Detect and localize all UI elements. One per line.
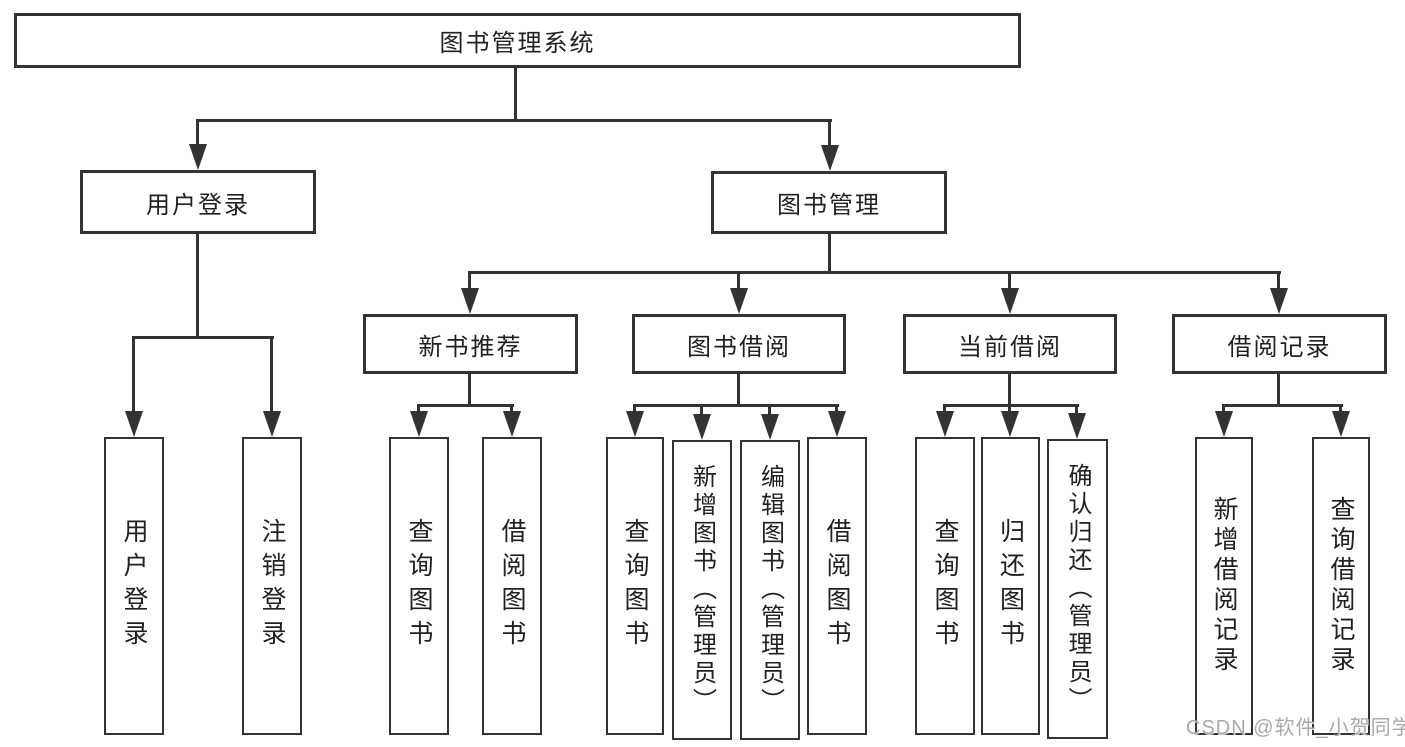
leaf-borrowing-query-books: 查询图书 bbox=[606, 437, 664, 735]
leaf-current-confirm-return-admin: 确认归还（管理员） bbox=[1047, 439, 1108, 739]
edge-new-book-recommendation-arrowhead bbox=[410, 411, 428, 437]
edge-book-borrowing-arrow-line bbox=[768, 405, 771, 420]
node-current-borrowing: 当前借阅 bbox=[903, 314, 1117, 374]
edge-book-management-arrow-line bbox=[737, 272, 740, 294]
leaf-current-query-books: 查询图书 bbox=[915, 437, 975, 735]
edge-root-arrowhead bbox=[821, 145, 839, 171]
node-new-book-recommendation: 新书推荐 bbox=[363, 314, 578, 374]
edge-book-management-arrowhead bbox=[1270, 288, 1288, 314]
edge-root-arrow-line bbox=[196, 120, 199, 150]
edge-book-management-arrow-line bbox=[468, 272, 471, 294]
edge-borrowing-records-rail bbox=[1222, 404, 1343, 407]
edge-user-login-arrowhead bbox=[125, 411, 143, 437]
edge-root-rail bbox=[196, 119, 832, 122]
edge-user-login-rail bbox=[132, 336, 274, 339]
leaf-user-login: 用户登录 bbox=[104, 437, 164, 735]
edge-root-arrow-line bbox=[828, 120, 831, 151]
edge-current-borrowing-stem bbox=[1008, 374, 1011, 407]
leaf-borrowing-borrow-books: 借阅图书 bbox=[807, 437, 867, 735]
edge-user-login-arrow-line bbox=[270, 337, 273, 417]
edge-book-management-arrowhead bbox=[1001, 288, 1019, 314]
edge-book-management-stem bbox=[828, 234, 831, 274]
edge-book-management-arrow-line bbox=[1277, 272, 1280, 294]
edge-current-borrowing-arrowhead bbox=[1068, 413, 1086, 439]
leaf-recommend-borrow-books: 借阅图书 bbox=[482, 437, 542, 735]
edge-user-login-arrowhead bbox=[263, 411, 281, 437]
leaf-recommend-query-books: 查询图书 bbox=[389, 437, 449, 735]
edge-book-borrowing-arrowhead bbox=[761, 414, 779, 440]
node-user-login: 用户登录 bbox=[80, 170, 316, 234]
edge-current-borrowing-rail bbox=[943, 404, 1079, 407]
leaf-records-query-borrow-record: 查询借阅记录 bbox=[1312, 437, 1370, 735]
edge-root-stem bbox=[514, 68, 517, 122]
node-book-borrowing: 图书借阅 bbox=[632, 314, 846, 374]
edge-book-borrowing-stem bbox=[737, 374, 740, 407]
leaf-records-add-borrow-record: 新增借阅记录 bbox=[1195, 437, 1253, 735]
edge-current-borrowing-arrowhead bbox=[936, 411, 954, 437]
edge-book-borrowing-arrowhead bbox=[693, 414, 711, 440]
node-book-management: 图书管理 bbox=[711, 171, 947, 234]
edge-user-login-arrow-line bbox=[132, 337, 135, 417]
leaf-borrowing-add-books-admin: 新增图书（管理员） bbox=[672, 440, 732, 740]
edge-book-borrowing-rail bbox=[633, 404, 839, 407]
csdn-watermark: CSDN @软件_小贺同学 bbox=[1186, 717, 1405, 739]
edge-new-book-recommendation-stem bbox=[468, 374, 471, 407]
edge-book-borrowing-arrowhead bbox=[828, 411, 846, 437]
edge-book-management-arrowhead bbox=[461, 288, 479, 314]
edge-book-borrowing-arrow-line bbox=[700, 405, 703, 420]
edge-book-management-rail bbox=[468, 271, 1281, 274]
edge-current-borrowing-arrowhead bbox=[1001, 411, 1019, 437]
edge-borrowing-records-stem bbox=[1277, 374, 1280, 407]
leaf-current-return-books: 归还图书 bbox=[981, 437, 1040, 735]
node-library-management-system: 图书管理系统 bbox=[14, 13, 1021, 68]
leaf-borrowing-edit-books-admin: 编辑图书（管理员） bbox=[740, 440, 800, 740]
node-borrowing-records: 借阅记录 bbox=[1172, 314, 1387, 374]
edge-current-borrowing-arrow-line bbox=[1075, 405, 1078, 419]
edge-book-management-arrowhead bbox=[730, 288, 748, 314]
edge-user-login-stem bbox=[196, 234, 199, 339]
edge-root-arrowhead bbox=[189, 144, 207, 170]
leaf-logout-login: 注销登录 bbox=[242, 437, 302, 735]
edge-borrowing-records-arrowhead bbox=[1332, 411, 1350, 437]
edge-borrowing-records-arrowhead bbox=[1215, 411, 1233, 437]
edge-new-book-recommendation-rail bbox=[417, 404, 514, 407]
edge-book-management-arrow-line bbox=[1008, 272, 1011, 294]
edge-new-book-recommendation-arrowhead bbox=[503, 411, 521, 437]
edge-book-borrowing-arrowhead bbox=[626, 411, 644, 437]
